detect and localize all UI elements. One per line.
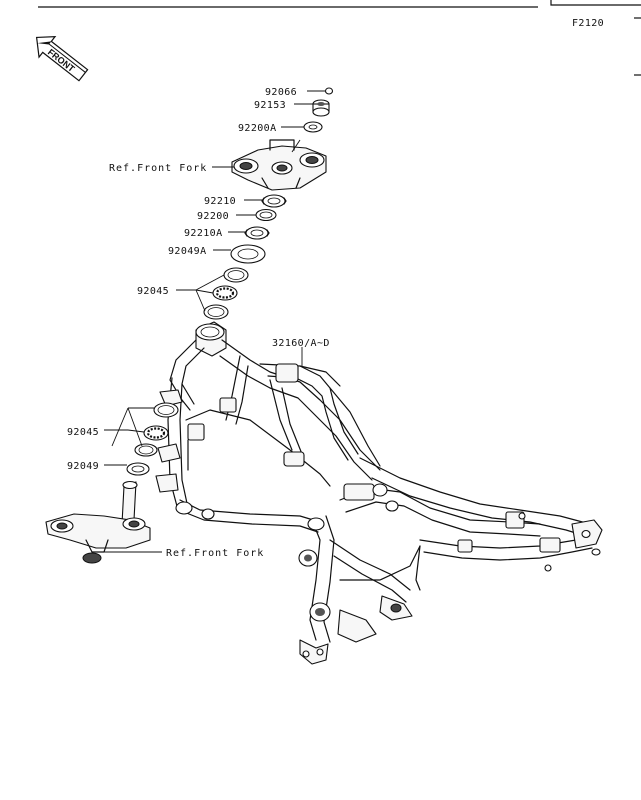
label-32160: 32160/A~D [272, 338, 330, 349]
part-92153-bolt [312, 99, 330, 117]
part-92049-seal [126, 462, 150, 476]
page-border [38, 0, 641, 76]
label-ref-front-fork-bottom: Ref.Front Fork [166, 548, 264, 559]
part-92045-lower-race [153, 402, 179, 418]
frame-assembly-32160 [155, 321, 603, 665]
label-92153: 92153 [254, 100, 286, 111]
label-92049: 92049 [67, 461, 99, 472]
upper-triple-clamp [231, 139, 327, 191]
part-92049A-seal [230, 244, 266, 264]
part-92210-nut [261, 194, 287, 208]
part-92200A-washer [303, 121, 323, 133]
label-92210A: 92210A [184, 228, 223, 239]
front-arrow-icon: FRONT [35, 35, 89, 82]
part-92066-cap [324, 87, 334, 95]
part-92045-upper-race-2 [203, 304, 229, 320]
leader-lines [100, 90, 325, 553]
part-92210A-nut [244, 226, 270, 240]
part-92045-lower-race-2 [134, 443, 158, 457]
label-92200A: 92200A [238, 123, 277, 134]
label-ref-front-fork-top: Ref.Front Fork [109, 163, 207, 174]
part-92045-lower-bearing [143, 425, 169, 441]
label-92066: 92066 [265, 87, 297, 98]
label-92049A: 92049A [168, 246, 207, 257]
part-92200-washer [255, 208, 277, 222]
part-92045-upper-race [223, 267, 249, 283]
label-92200: 92200 [197, 211, 229, 222]
part-92045-upper-bearing [212, 285, 238, 301]
label-92210: 92210 [204, 196, 236, 207]
label-92045-lower: 92045 [67, 427, 99, 438]
steering-stem-lower-clamp [45, 480, 151, 564]
diagram-code: F2120 [572, 18, 604, 29]
label-92045-upper: 92045 [137, 286, 169, 297]
